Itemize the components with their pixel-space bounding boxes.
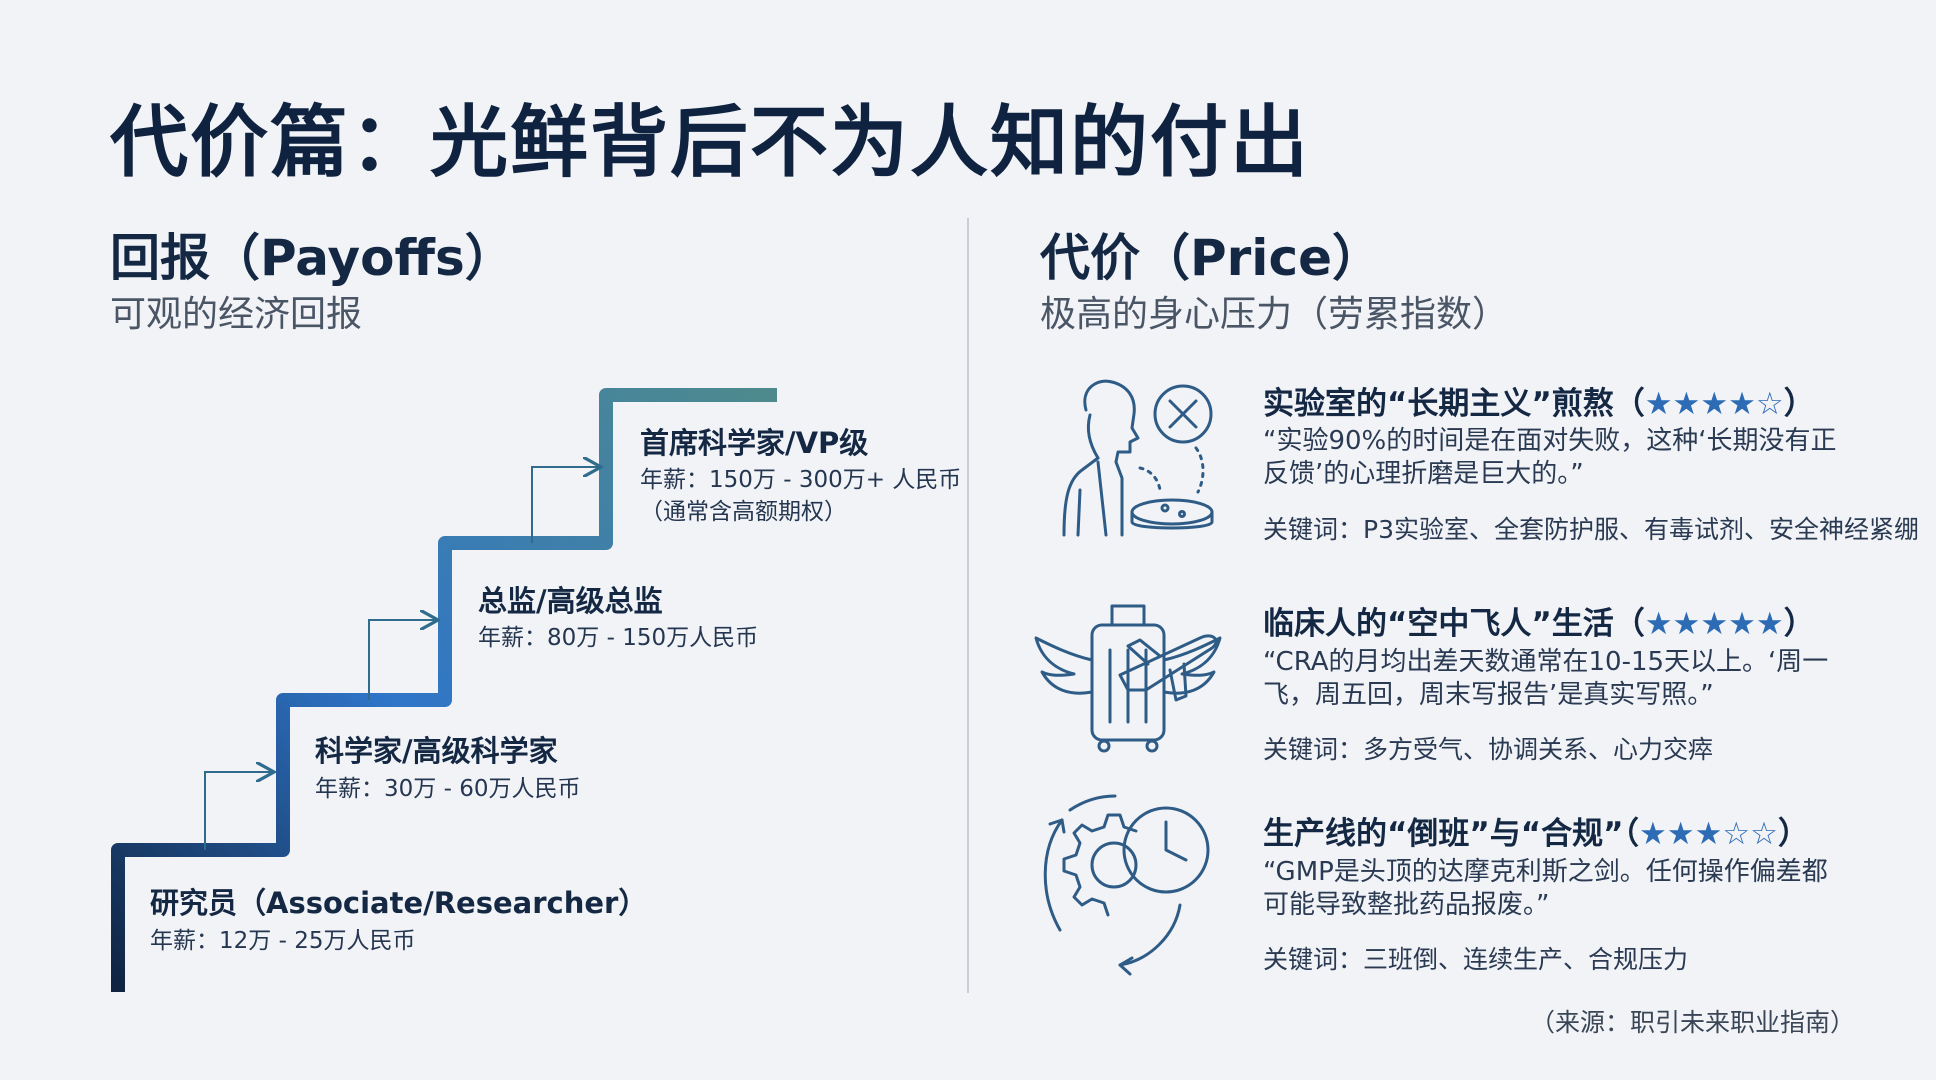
price-item-1-keywords: 关键词：P3实验室、全套防护服、有毒试剂、安全神经紧绷 — [1263, 515, 1919, 544]
price-item-2-quote: “CRA的月均出差天数通常在10-15天以上。‘周一飞，周五回，周末写报告’是真… — [1263, 647, 1829, 710]
price-item-2-title-end: ） — [1783, 606, 1815, 642]
price-item-1-stars: ★★★★☆ — [1644, 386, 1784, 422]
step-4-salary: 年薪：150万 - 300万+ 人民币 — [640, 467, 962, 493]
price-item-2-stars: ★★★★★ — [1644, 606, 1784, 642]
step-arrow-3 — [531, 467, 599, 543]
price-item-1-title-text: 实验室的“长期主义”煎熬（ — [1263, 386, 1645, 422]
step-4-note: （通常含高额期权） — [640, 499, 847, 525]
step-1-name: 研究员（Associate/Researcher） — [150, 886, 648, 920]
step-3-name: 总监/高级总监 — [478, 584, 663, 618]
price-item-3-keywords: 关键词：三班倒、连续生产、合规压力 — [1263, 945, 1689, 974]
step-arrow-2 — [368, 620, 436, 700]
price-item-3-title: 生产线的“倒班”与“合规”（★★★☆☆） — [1263, 808, 1809, 853]
source-note: （来源：职引未来职业指南） — [1530, 1008, 1856, 1037]
step-3-salary: 年薪：80万 - 150万人民币 — [478, 625, 759, 651]
section-divider — [967, 218, 969, 993]
price-item-3-title-text: 生产线的“倒班”与“合规”（ — [1263, 816, 1639, 852]
step-2-name: 科学家/高级科学家 — [315, 734, 558, 768]
researcher-failure-icon — [1062, 379, 1214, 537]
price-item-2-keywords: 关键词：多方受气、协调关系、心力交瘁 — [1263, 735, 1714, 764]
flying-suitcase-icon — [1034, 604, 1222, 753]
price-title: 代价（Price） — [1040, 229, 1382, 287]
page-title: 代价篇：光鲜背后不为人知的付出 — [110, 98, 1311, 188]
gear-clock-icon — [1043, 794, 1210, 976]
price-item-2-title-text: 临床人的“空中飞人”生活（ — [1263, 606, 1645, 642]
step-4-name: 首席科学家/VP级 — [640, 426, 869, 460]
price-subtitle: 极高的身心压力（劳累指数） — [1040, 294, 1509, 335]
payoffs-subtitle: 可观的经济回报 — [110, 294, 363, 335]
price-item-2-title: 临床人的“空中飞人”生活（★★★★★） — [1263, 598, 1815, 643]
step-1-salary: 年薪：12万 - 25万人民币 — [150, 928, 416, 954]
payoffs-title: 回报（Payoffs） — [110, 229, 515, 287]
step-arrow-1 — [204, 772, 272, 850]
price-item-3-stars: ★★★☆☆ — [1639, 816, 1778, 852]
price-item-3-quote: “GMP是头顶的达摩克利斯之剑。任何操作偏差都可能导致整批药品报废。” — [1263, 857, 1828, 920]
price-item-3-title-end: ） — [1777, 816, 1809, 852]
price-item-1-title-end: ） — [1783, 386, 1815, 422]
price-item-1-quote: “实验90%的时间是在面对失败，这种‘长期没有正反馈’的心理折磨是巨大的。” — [1263, 426, 1837, 489]
step-2-salary: 年薪：30万 - 60万人民币 — [315, 776, 581, 802]
price-item-1-title: 实验室的“长期主义”煎熬（★★★★☆） — [1263, 378, 1815, 423]
